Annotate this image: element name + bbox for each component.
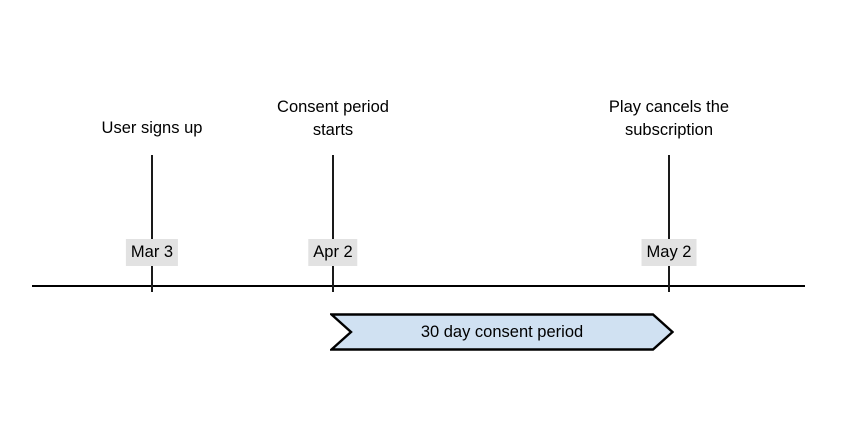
timeline-axis <box>32 285 805 287</box>
banner-label: 30 day consent period <box>420 322 584 341</box>
chevron-arrow-icon <box>330 313 674 351</box>
tick-line <box>332 155 334 292</box>
tick-line <box>151 155 153 292</box>
event-title: Consent period starts <box>277 98 389 139</box>
event-title: User signs up <box>101 119 203 137</box>
event-title: Play cancels the subscription <box>608 98 730 139</box>
date-chip: Mar 3 <box>125 239 179 266</box>
consent-period-banner[interactable]: 30 day consent period <box>330 313 674 351</box>
tick-line <box>668 155 670 292</box>
date-chip: Apr 2 <box>308 239 358 266</box>
date-chip: May 2 <box>641 239 697 266</box>
